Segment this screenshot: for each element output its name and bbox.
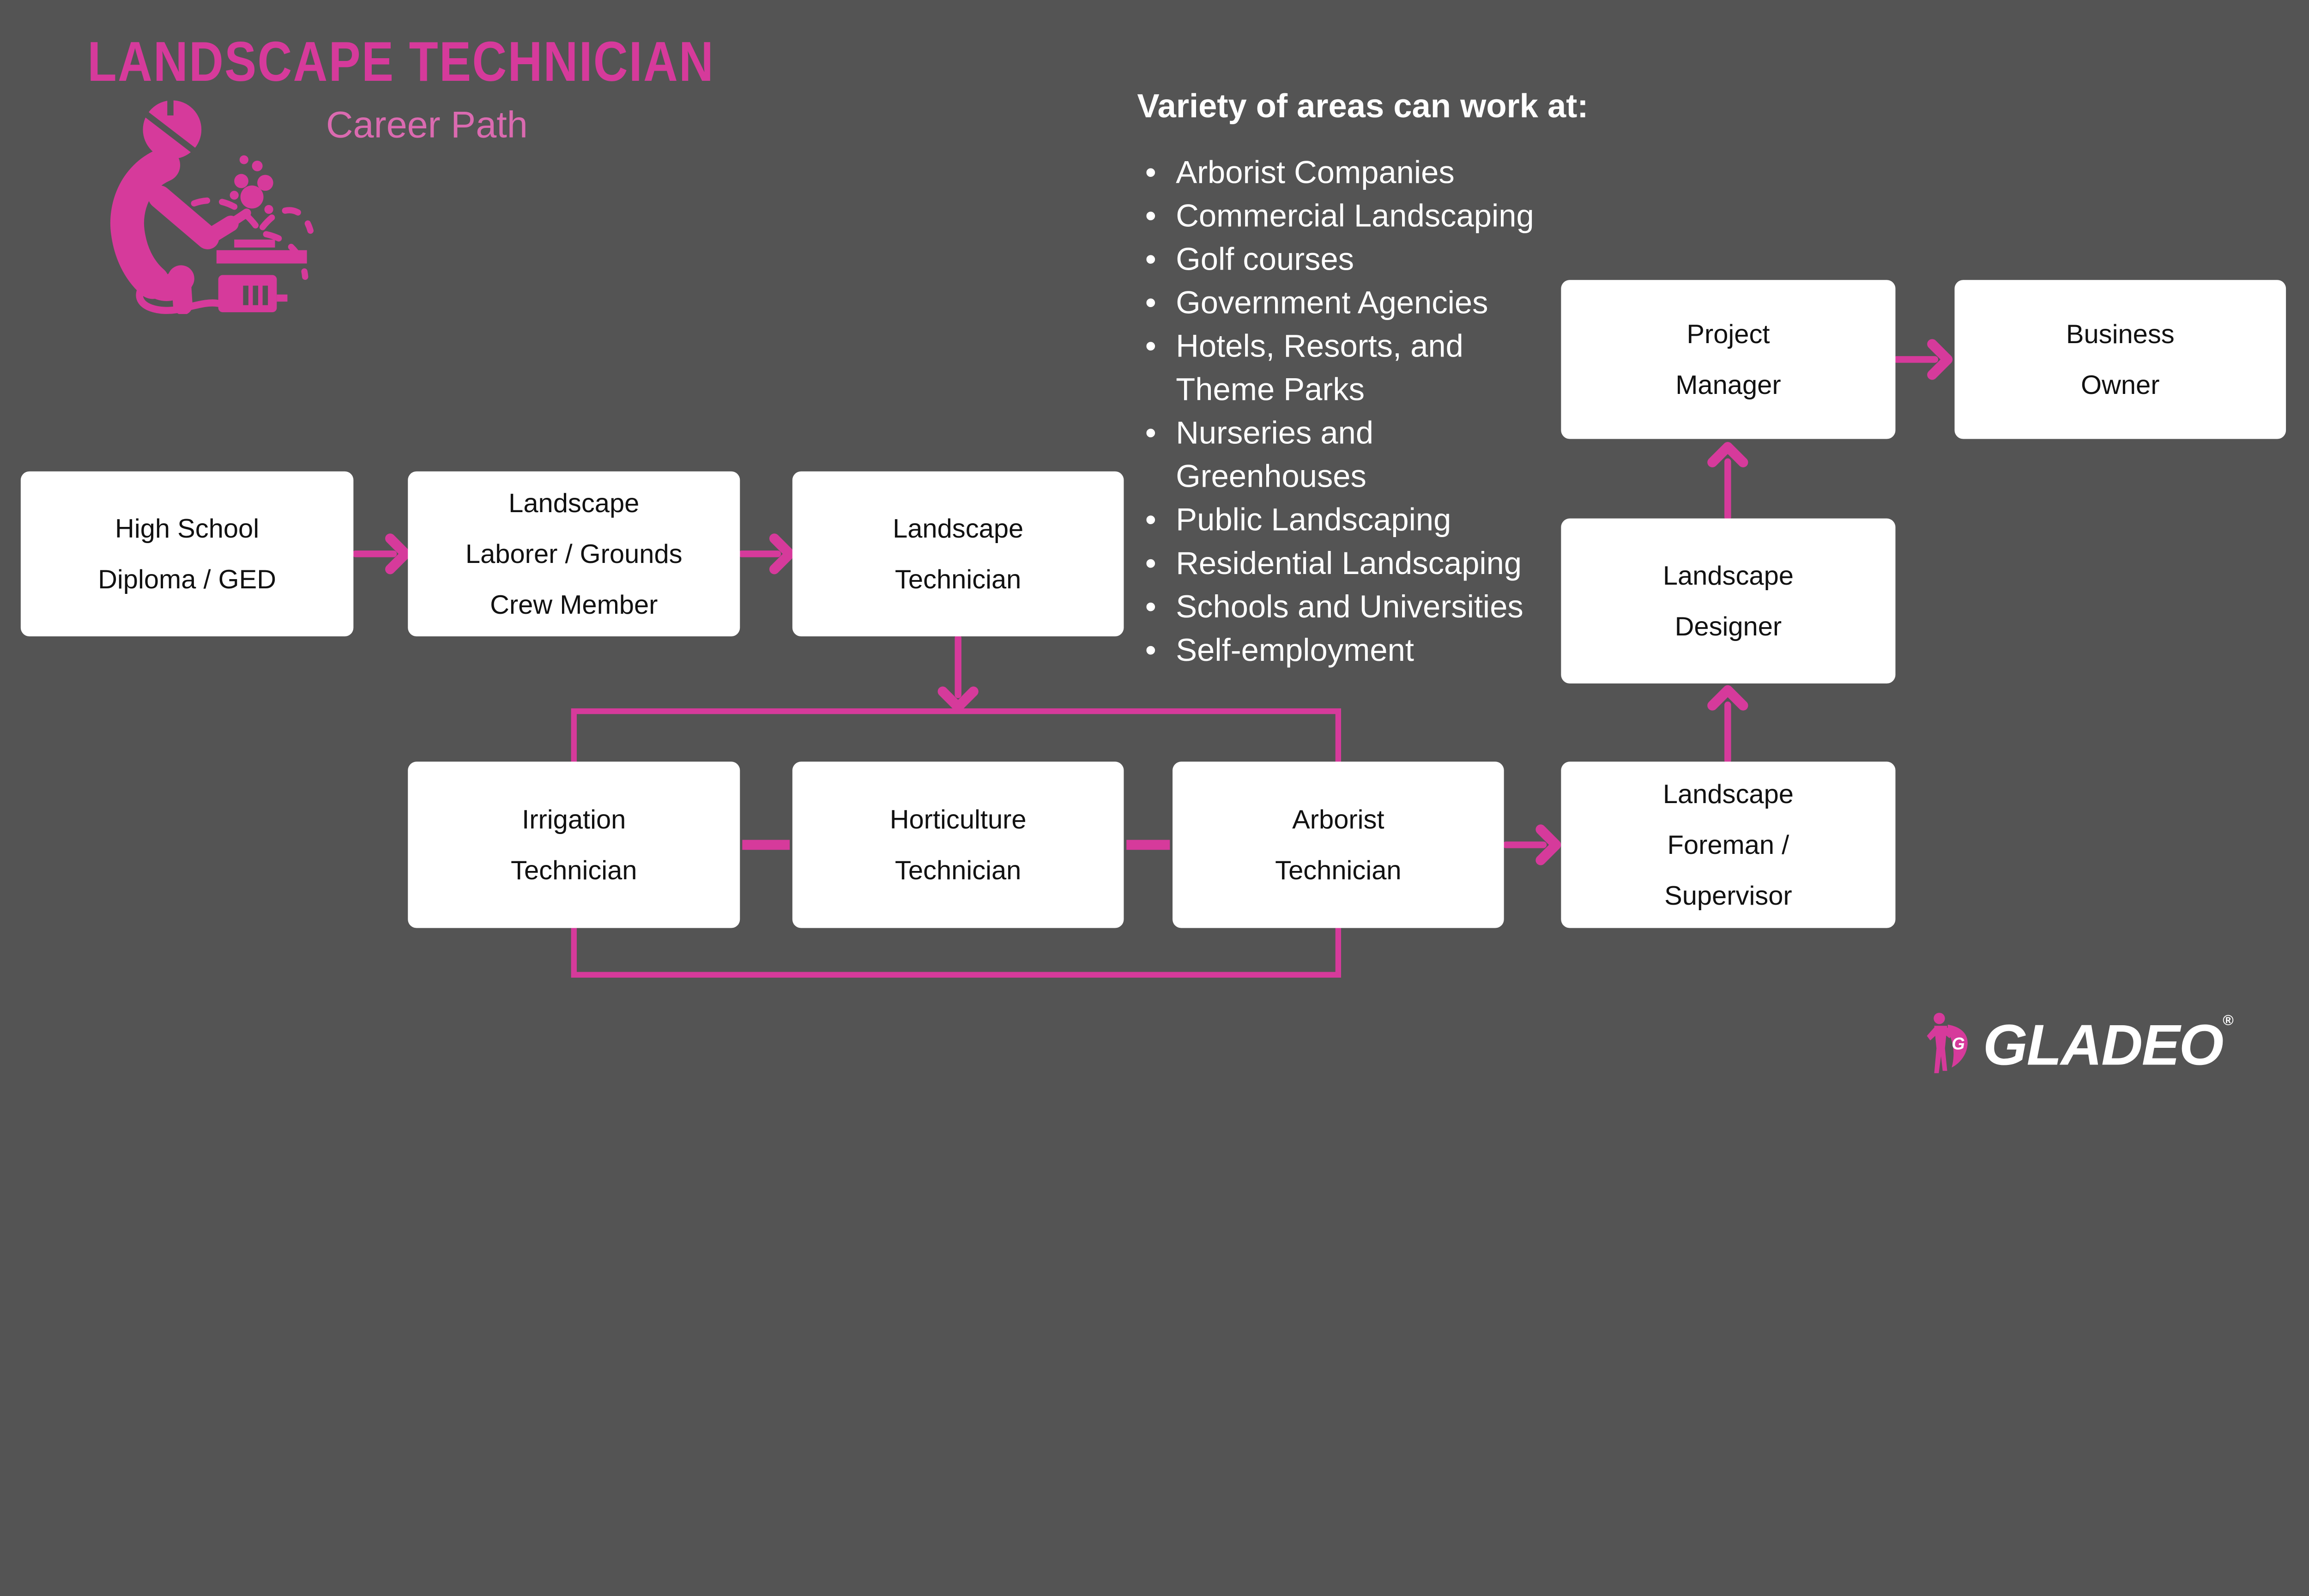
- mascot-letter: G: [1952, 1034, 1965, 1053]
- area-list-item: Commercial Landscaping: [1145, 194, 1633, 237]
- arrow-designer-to-projectmanager: [1707, 442, 1748, 521]
- area-list-item: Nurseries and Greenhouses: [1145, 411, 1633, 498]
- arrow-arborist-to-foreman: [1502, 824, 1561, 865]
- arrow-laborer-to-technician: [738, 533, 795, 574]
- area-list-item: Arborist Companies: [1145, 151, 1633, 194]
- registered-mark: ®: [2223, 1012, 2233, 1029]
- area-list-item: Hotels, Resorts, and Theme Parks: [1145, 324, 1633, 411]
- arrow-projectmanager-to-businessowner: [1893, 339, 1953, 380]
- page-subtitle: Career Path: [326, 103, 528, 145]
- arrow-foreman-to-designer: [1707, 685, 1748, 764]
- areas-heading: Variety of areas can work at:: [1137, 87, 1589, 125]
- page-title: LANDSCAPE TECHNICIAN: [87, 30, 715, 93]
- arrow-technician-down: [937, 635, 979, 712]
- gladeo-logo: G GLADEO®: [1923, 1005, 2234, 1085]
- area-list-item: Golf courses: [1145, 237, 1633, 281]
- areas-list: Arborist CompaniesCommercial Landscaping…: [1145, 151, 1633, 671]
- area-list-item: Public Landscaping: [1145, 498, 1633, 542]
- area-list-item: Government Agencies: [1145, 281, 1633, 324]
- welder-icon: [110, 99, 314, 314]
- gladeo-wordmark: GLADEO®: [1983, 1012, 2234, 1077]
- gladeo-mascot-icon: G: [1927, 1013, 1968, 1073]
- area-list-item: Schools and Universities: [1145, 585, 1633, 629]
- arrow-highschool-to-laborer: [352, 533, 411, 574]
- career-path-infographic: LANDSCAPE TECHNICIAN Career Path: [0, 0, 2309, 1155]
- area-list-item: Residential Landscaping: [1145, 542, 1633, 585]
- area-list-item: Self-employment: [1145, 629, 1633, 672]
